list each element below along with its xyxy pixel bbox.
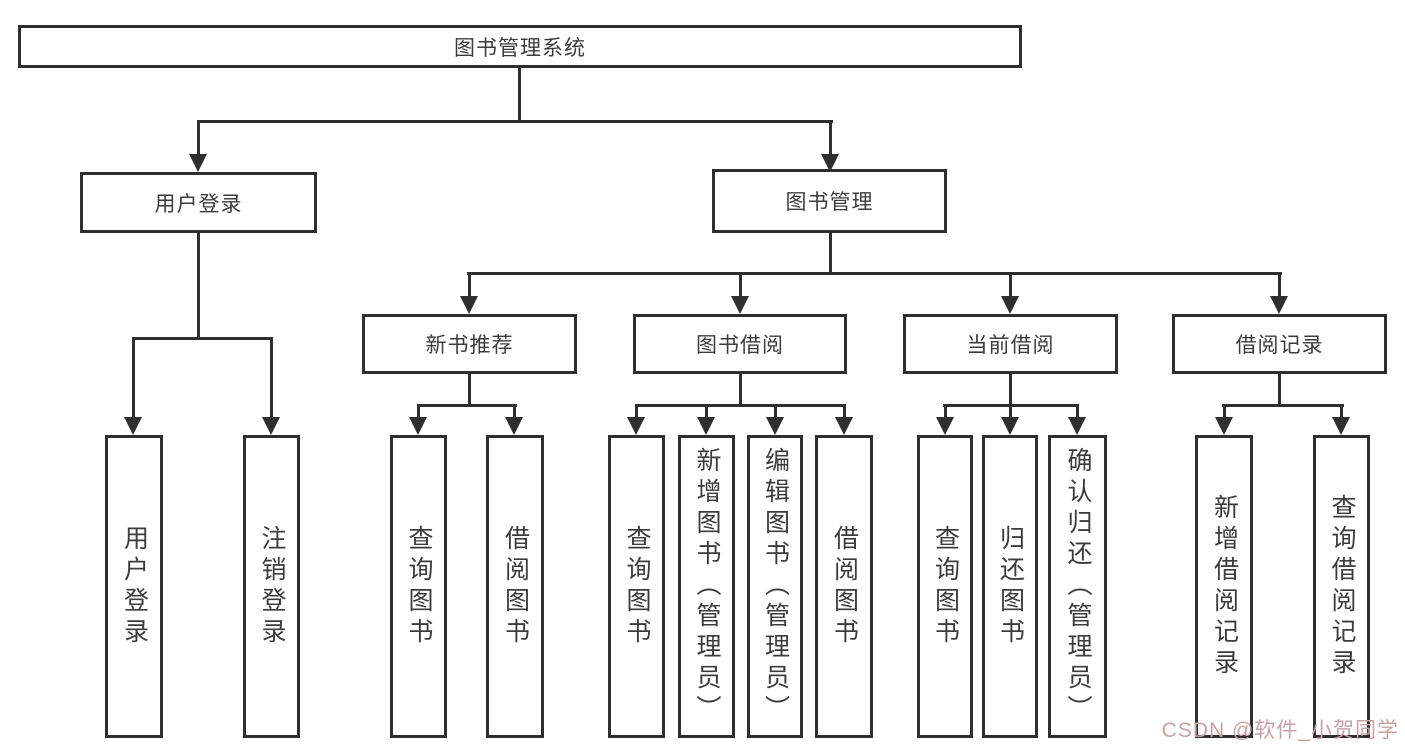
connector-book-borrow-rail <box>635 404 846 407</box>
connector-current-borrow-rail <box>943 404 1079 407</box>
leaf-borrow-books: 借阅图书 <box>815 435 873 738</box>
connector-new-book-rail <box>417 404 517 407</box>
arrow-down-icon <box>1270 296 1288 314</box>
arrow-down-icon <box>124 417 142 435</box>
leaf-query-books-current: 查询图书 <box>917 435 973 738</box>
connector-drop-leaf <box>944 406 947 417</box>
leaf-return-books: 归还图书 <box>982 435 1038 738</box>
leaf-borrow-books-recommend: 借阅图书 <box>486 435 544 738</box>
connector-drop-new-book <box>468 274 471 296</box>
node-user-login: 用户登录 <box>80 172 317 233</box>
connector-drop-book-borrow <box>739 274 742 296</box>
connector-drop-borrow-record <box>1278 274 1281 296</box>
leaf-logout: 注销登录 <box>243 435 300 738</box>
node-book-management: 图书管理 <box>712 169 947 233</box>
arrow-down-icon <box>189 154 207 172</box>
connector-borrow-record-rail <box>1222 404 1344 407</box>
arrow-down-icon <box>262 417 280 435</box>
connector-drop-leaf <box>635 406 638 417</box>
connector-drop-leaf <box>774 406 777 417</box>
connector-root-rail <box>197 120 833 123</box>
leaf-query-borrow-record: 查询借阅记录 <box>1313 435 1370 738</box>
arrow-down-icon <box>1332 417 1350 435</box>
connector-new-book-stub <box>468 374 471 407</box>
csdn-watermark: CSDN @软件_小贺同学 <box>1161 719 1399 742</box>
connector-drop-leaf <box>513 406 516 417</box>
leaf-query-books-recommend: 查询图书 <box>390 435 447 738</box>
arrow-down-icon <box>731 296 749 314</box>
connector-drop-leaf <box>417 406 420 417</box>
leaf-confirm-return-admin: 确认归还（管理员） <box>1048 435 1107 738</box>
node-current-borrowing: 当前借阅 <box>903 314 1118 374</box>
connector-drop-leaf <box>1223 406 1226 417</box>
connector-drop-leaf <box>843 406 846 417</box>
leaf-add-books-admin: 新增图书（管理员） <box>678 435 735 738</box>
connector-user-login-rail <box>132 337 273 340</box>
connector-drop-leaf <box>1009 406 1012 417</box>
arrow-down-icon <box>409 417 427 435</box>
connector-user-login-stub <box>197 233 200 339</box>
connector-drop-user-login <box>197 122 200 154</box>
node-book-borrowing: 图书借阅 <box>633 314 847 374</box>
leaf-query-books-borrowing: 查询图书 <box>608 435 665 738</box>
connector-drop-leaf <box>705 406 708 417</box>
arrow-down-icon <box>505 417 523 435</box>
arrow-down-icon <box>766 417 784 435</box>
leaf-add-borrow-record: 新增借阅记录 <box>1195 435 1253 738</box>
node-new-book-recommendation: 新书推荐 <box>362 314 577 374</box>
arrow-down-icon <box>821 154 839 172</box>
connector-book-mgmt-rail <box>467 272 1282 275</box>
arrow-down-icon <box>835 417 853 435</box>
connector-current-borrow-stub <box>1009 374 1012 407</box>
connector-drop-current-borrow <box>1009 274 1012 296</box>
arrow-down-icon <box>936 417 954 435</box>
connector-drop-leaf <box>1340 406 1343 417</box>
arrow-down-icon <box>1215 417 1233 435</box>
arrow-down-icon <box>697 417 715 435</box>
connector-drop-leaf <box>132 339 135 417</box>
connector-borrow-record-stub <box>1278 374 1281 407</box>
connector-drop-leaf <box>270 339 273 417</box>
arrow-down-icon <box>1001 417 1019 435</box>
node-library-management-system: 图书管理系统 <box>18 25 1022 68</box>
leaf-edit-books-admin: 编辑图书（管理员） <box>747 435 803 738</box>
connector-root-stub <box>518 68 521 122</box>
arrow-down-icon <box>1001 296 1019 314</box>
connector-drop-leaf <box>1076 406 1079 417</box>
connector-drop-book-management <box>829 122 832 154</box>
leaf-user-login: 用户登录 <box>105 435 163 738</box>
node-borrowing-records: 借阅记录 <box>1172 314 1387 374</box>
arrow-down-icon <box>627 417 645 435</box>
connector-book-borrow-stub <box>739 374 742 407</box>
connector-book-mgmt-stub <box>829 233 832 275</box>
arrow-down-icon <box>1068 417 1086 435</box>
arrow-down-icon <box>460 296 478 314</box>
